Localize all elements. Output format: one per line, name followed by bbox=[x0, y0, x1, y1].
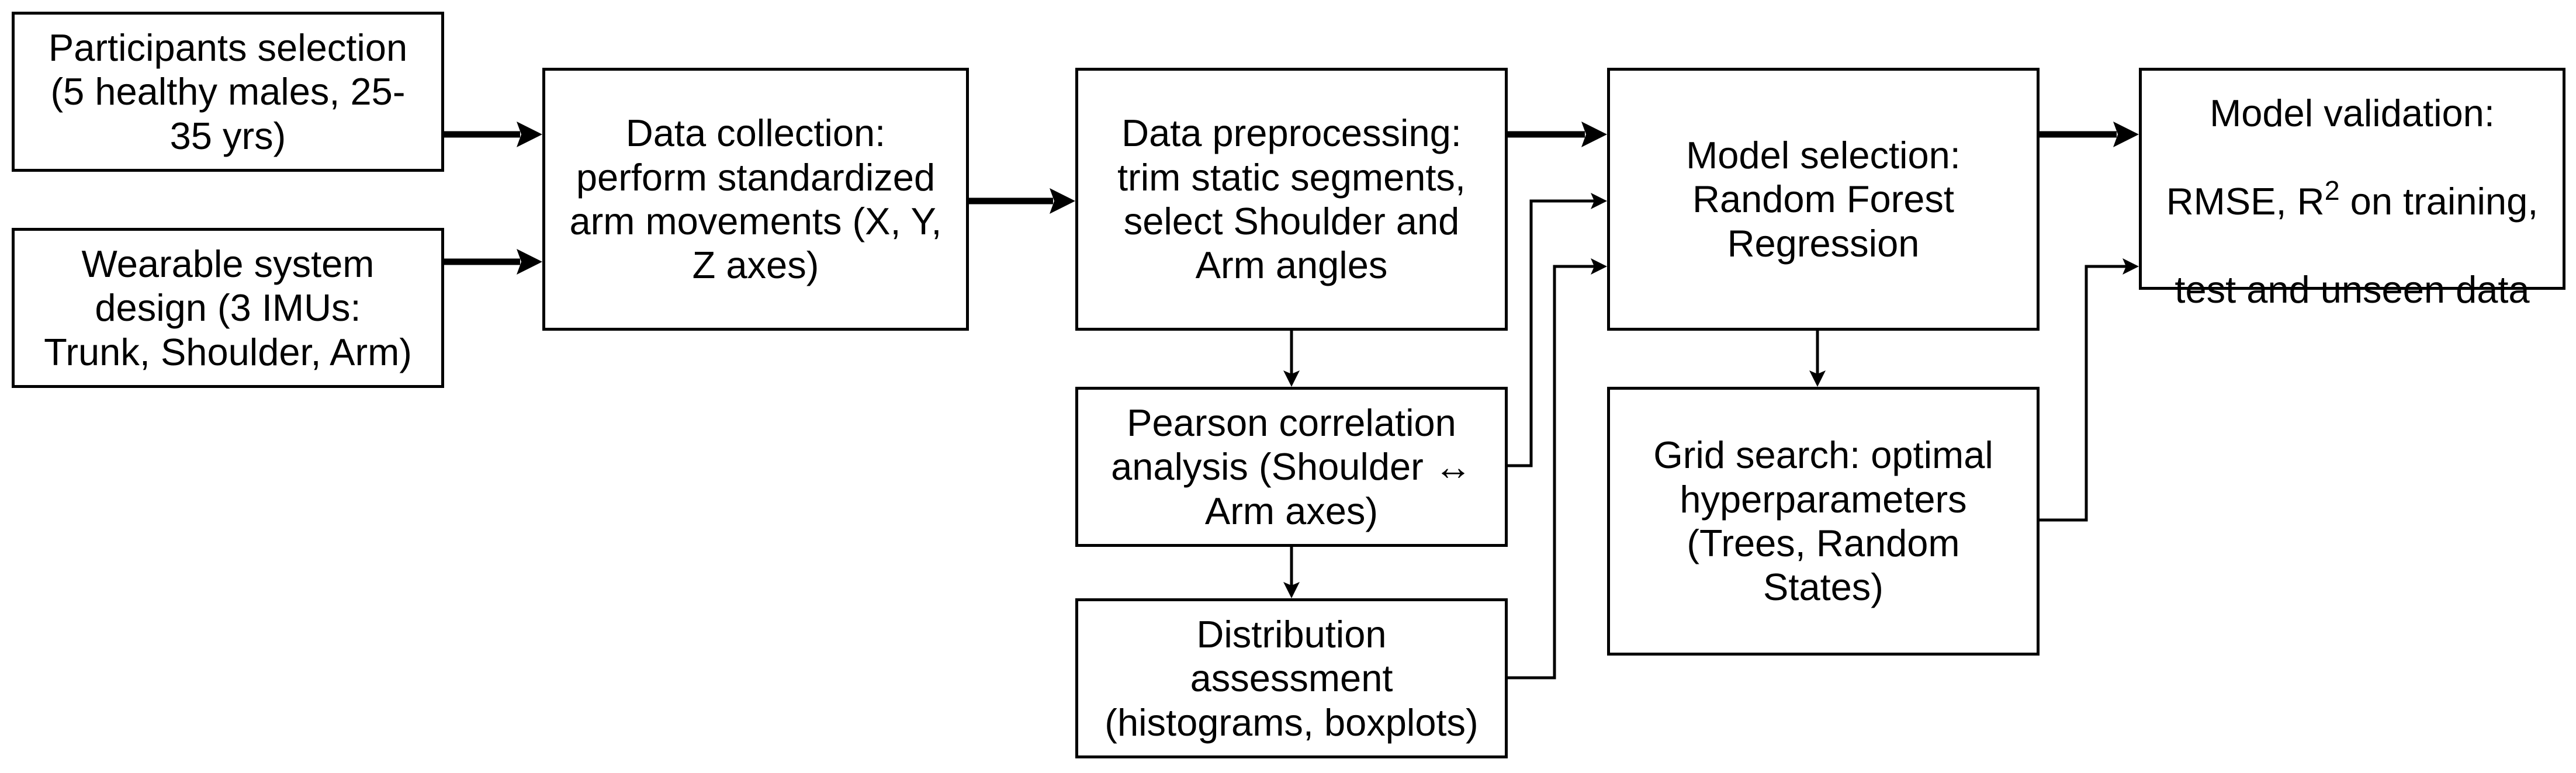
grid-search-box: Grid search: optimal hyperparameters (Tr… bbox=[1607, 387, 2040, 656]
data-preprocessing-label: Data preprocessing: trim static segments… bbox=[1117, 112, 1466, 287]
edge-preprocessing-to-model bbox=[1508, 122, 1607, 147]
distribution-assessment-label: Distribution assessment (histograms, box… bbox=[1105, 612, 1479, 744]
model-validation-title: Model validation: bbox=[2210, 92, 2495, 135]
participants-selection-box: Participants selection (5 healthy males,… bbox=[12, 12, 444, 172]
model-validation-label: Model validation: RMSE, R2 on training, … bbox=[2166, 46, 2539, 311]
validation-metrics-prefix: RMSE, R bbox=[2166, 180, 2325, 223]
model-validation-box: Model validation: RMSE, R2 on training, … bbox=[2139, 68, 2565, 311]
edge-model-to-validation bbox=[2040, 122, 2139, 147]
edge-model-to-grid bbox=[1809, 331, 1826, 387]
pearson-correlation-box: Pearson correlation analysis (Shoulder ↔… bbox=[1075, 387, 1508, 547]
model-selection-box: Model selection: Random Forest Regressio… bbox=[1607, 68, 2040, 331]
data-collection-label: Data collection: perform standardized ar… bbox=[569, 112, 942, 287]
data-preprocessing-box: Data preprocessing: trim static segments… bbox=[1075, 68, 1508, 331]
r-squared-superscript: 2 bbox=[2324, 175, 2340, 206]
grid-search-label: Grid search: optimal hyperparameters (Tr… bbox=[1653, 434, 1993, 609]
edge-pearson-to-distribution bbox=[1283, 547, 1300, 598]
data-collection-box: Data collection: perform standardized ar… bbox=[542, 68, 969, 331]
model-selection-label: Model selection: Random Forest Regressio… bbox=[1686, 133, 1961, 265]
validation-metrics-suffix: on training, bbox=[2339, 180, 2539, 223]
validation-data-sets: test and unseen data bbox=[2175, 268, 2530, 311]
pearson-correlation-label: Pearson correlation analysis (Shoulder ↔… bbox=[1111, 401, 1472, 532]
edge-preprocessing-to-pearson bbox=[1283, 331, 1300, 387]
edge-collection-to-preprocessing bbox=[969, 188, 1075, 214]
edge-distribution-to-model bbox=[1508, 258, 1607, 680]
edge-participants-to-collection bbox=[444, 122, 542, 147]
wearable-system-design-label: Wearable system design (3 IMUs: Trunk, S… bbox=[44, 242, 412, 373]
edge-grid-to-validation bbox=[2040, 258, 2139, 522]
edge-pearson-to-model bbox=[1508, 193, 1607, 467]
wearable-system-design-box: Wearable system design (3 IMUs: Trunk, S… bbox=[12, 228, 444, 388]
participants-selection-label: Participants selection (5 healthy males,… bbox=[48, 26, 408, 157]
edge-wearable-to-collection bbox=[444, 249, 542, 275]
distribution-assessment-box: Distribution assessment (histograms, box… bbox=[1075, 598, 1508, 758]
